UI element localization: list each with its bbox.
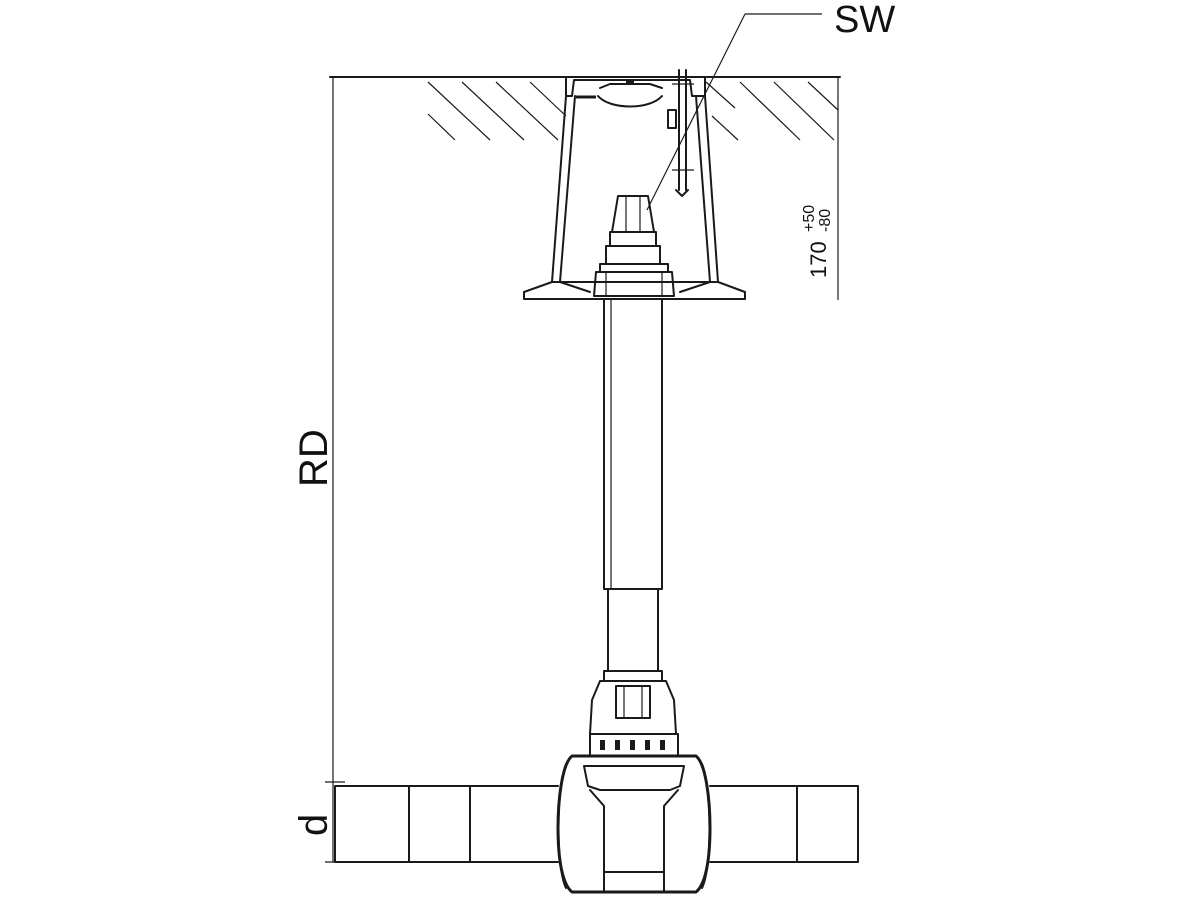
label-cover-height: 170 +50 -80 xyxy=(801,205,834,278)
spindle-head xyxy=(593,195,675,297)
lower-coupling xyxy=(589,680,679,757)
pipe-left xyxy=(334,785,559,863)
surface-box xyxy=(523,69,746,300)
sw-leader-line xyxy=(646,13,822,211)
ground-surface xyxy=(329,76,841,141)
extension-rod xyxy=(603,298,663,682)
label-rd: RD xyxy=(292,429,336,487)
pipe-right xyxy=(709,785,859,863)
label-d: d xyxy=(292,814,336,836)
cover-height-plus: +50 xyxy=(801,205,818,232)
valve-body xyxy=(556,754,712,894)
cover-height-base: 170 xyxy=(806,241,831,278)
label-sw: SW xyxy=(834,0,895,41)
cover-height-minus: -80 xyxy=(817,209,834,232)
